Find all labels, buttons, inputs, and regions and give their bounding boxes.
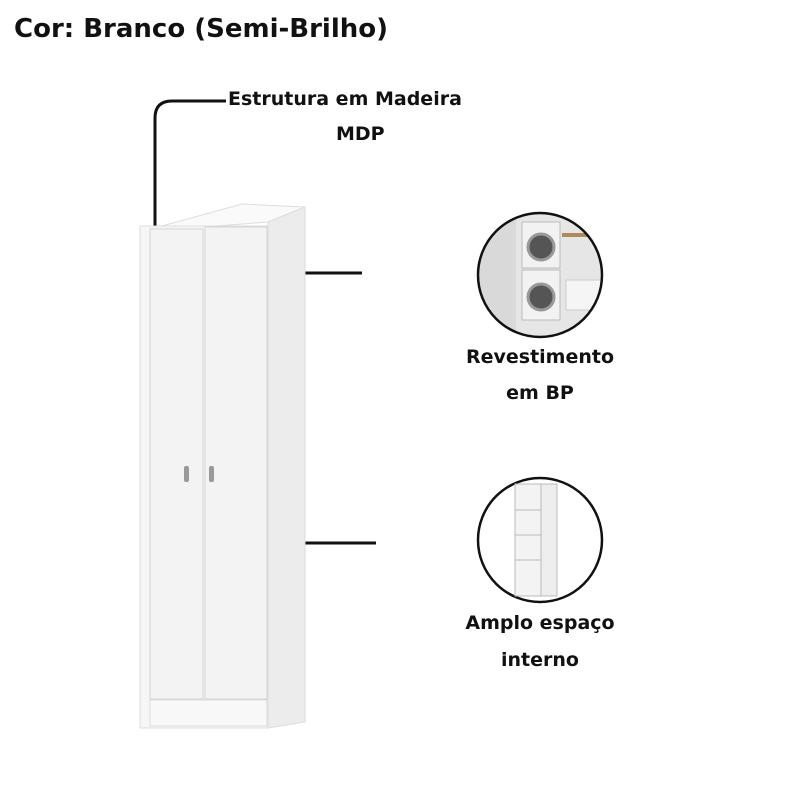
space-label-line1: Amplo espaço (465, 612, 615, 634)
structure-label-line2: MDP (336, 123, 385, 145)
structure-leader-line (153, 99, 226, 232)
left-handle (184, 466, 189, 482)
interior-photo-circle (476, 476, 604, 604)
coating-label-line2: em BP (506, 382, 574, 404)
space-label-line2: interno (501, 649, 579, 671)
laundry-photo-circle (476, 211, 604, 339)
right-handle (209, 466, 214, 482)
left-door (149, 228, 204, 700)
color-title: Cor: Branco (Semi-Brilho) (14, 14, 388, 44)
coating-label-line1: Revestimento (465, 346, 615, 368)
plinth (149, 699, 268, 727)
cabinet-side (267, 206, 306, 729)
washer-icon (526, 232, 556, 262)
structure-label-line1: Estrutura em Madeira (228, 88, 462, 110)
cabinet (139, 203, 306, 729)
dryer-icon (526, 282, 556, 312)
right-door (204, 226, 268, 700)
